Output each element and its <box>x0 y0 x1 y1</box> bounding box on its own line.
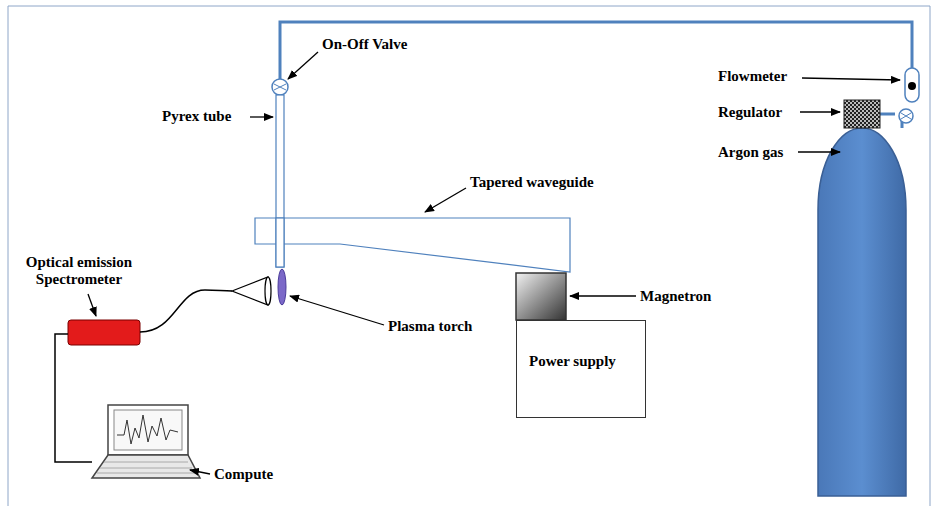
part-label: Compute <box>214 466 273 483</box>
leader-arrows <box>88 52 900 474</box>
collector-lens <box>232 277 268 305</box>
pyrex-tube <box>276 95 284 267</box>
data-cable <box>55 334 92 462</box>
part-label: On-Off Valve <box>322 36 407 53</box>
part-label: Argon gas <box>718 144 783 161</box>
part-label: Regulator <box>718 104 782 121</box>
magnetron <box>516 273 566 320</box>
frame <box>8 6 930 506</box>
power-supply-box: Power supply <box>516 320 646 418</box>
on-off-valve <box>272 79 288 95</box>
flowmeter <box>905 68 919 102</box>
part-label: Magnetron <box>640 288 711 305</box>
argon-cylinder <box>818 128 906 496</box>
part-label: Optical emission Spectrometer <box>14 254 144 289</box>
collector-lens <box>265 277 271 305</box>
pyrex-tube <box>276 218 284 267</box>
flowmeter-ball <box>908 82 916 90</box>
plasma-torch <box>278 269 286 305</box>
optical-fiber <box>140 290 232 332</box>
part-label: Flowmeter <box>718 68 787 85</box>
valve <box>901 113 911 119</box>
part-label: Tapered waveguide <box>470 174 594 191</box>
tapered-waveguide <box>255 218 570 272</box>
valve <box>899 109 913 123</box>
spectrometer <box>68 320 140 345</box>
part-label: Plasma torch <box>388 318 472 335</box>
on-off-valve <box>274 84 286 90</box>
part-label: Pyrex tube <box>162 108 231 125</box>
box-label: Power supply <box>529 353 637 370</box>
spectrum-trace <box>117 415 178 444</box>
gas-pipe <box>280 22 912 79</box>
regulator <box>844 100 880 128</box>
laptop-screen <box>108 405 188 455</box>
laptop-keyboard <box>92 455 200 478</box>
laptop-keys <box>97 462 195 473</box>
laptop-screen <box>114 410 182 450</box>
